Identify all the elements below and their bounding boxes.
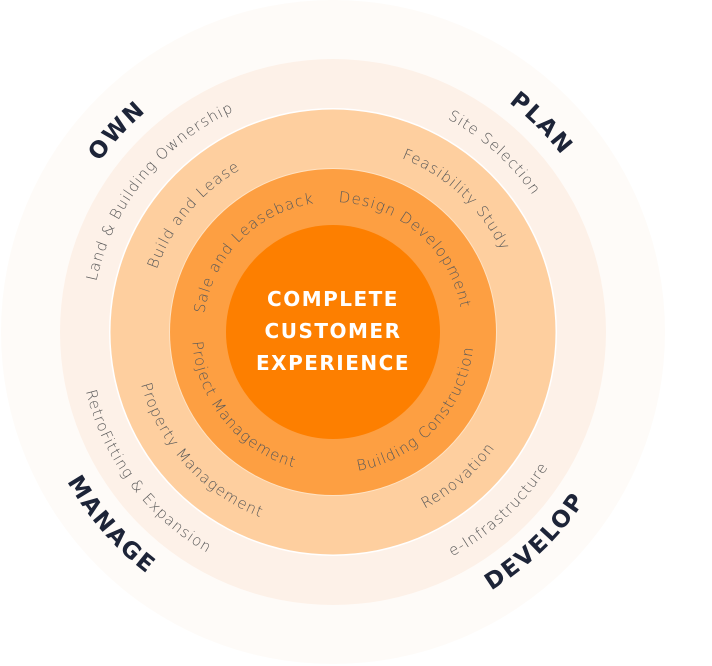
center-title-line-2: CUSTOMER (265, 319, 402, 343)
core-circle (226, 225, 440, 439)
center-title-line-3: EXPERIENCE (256, 351, 410, 375)
center-title-line-1: COMPLETE (267, 287, 399, 311)
